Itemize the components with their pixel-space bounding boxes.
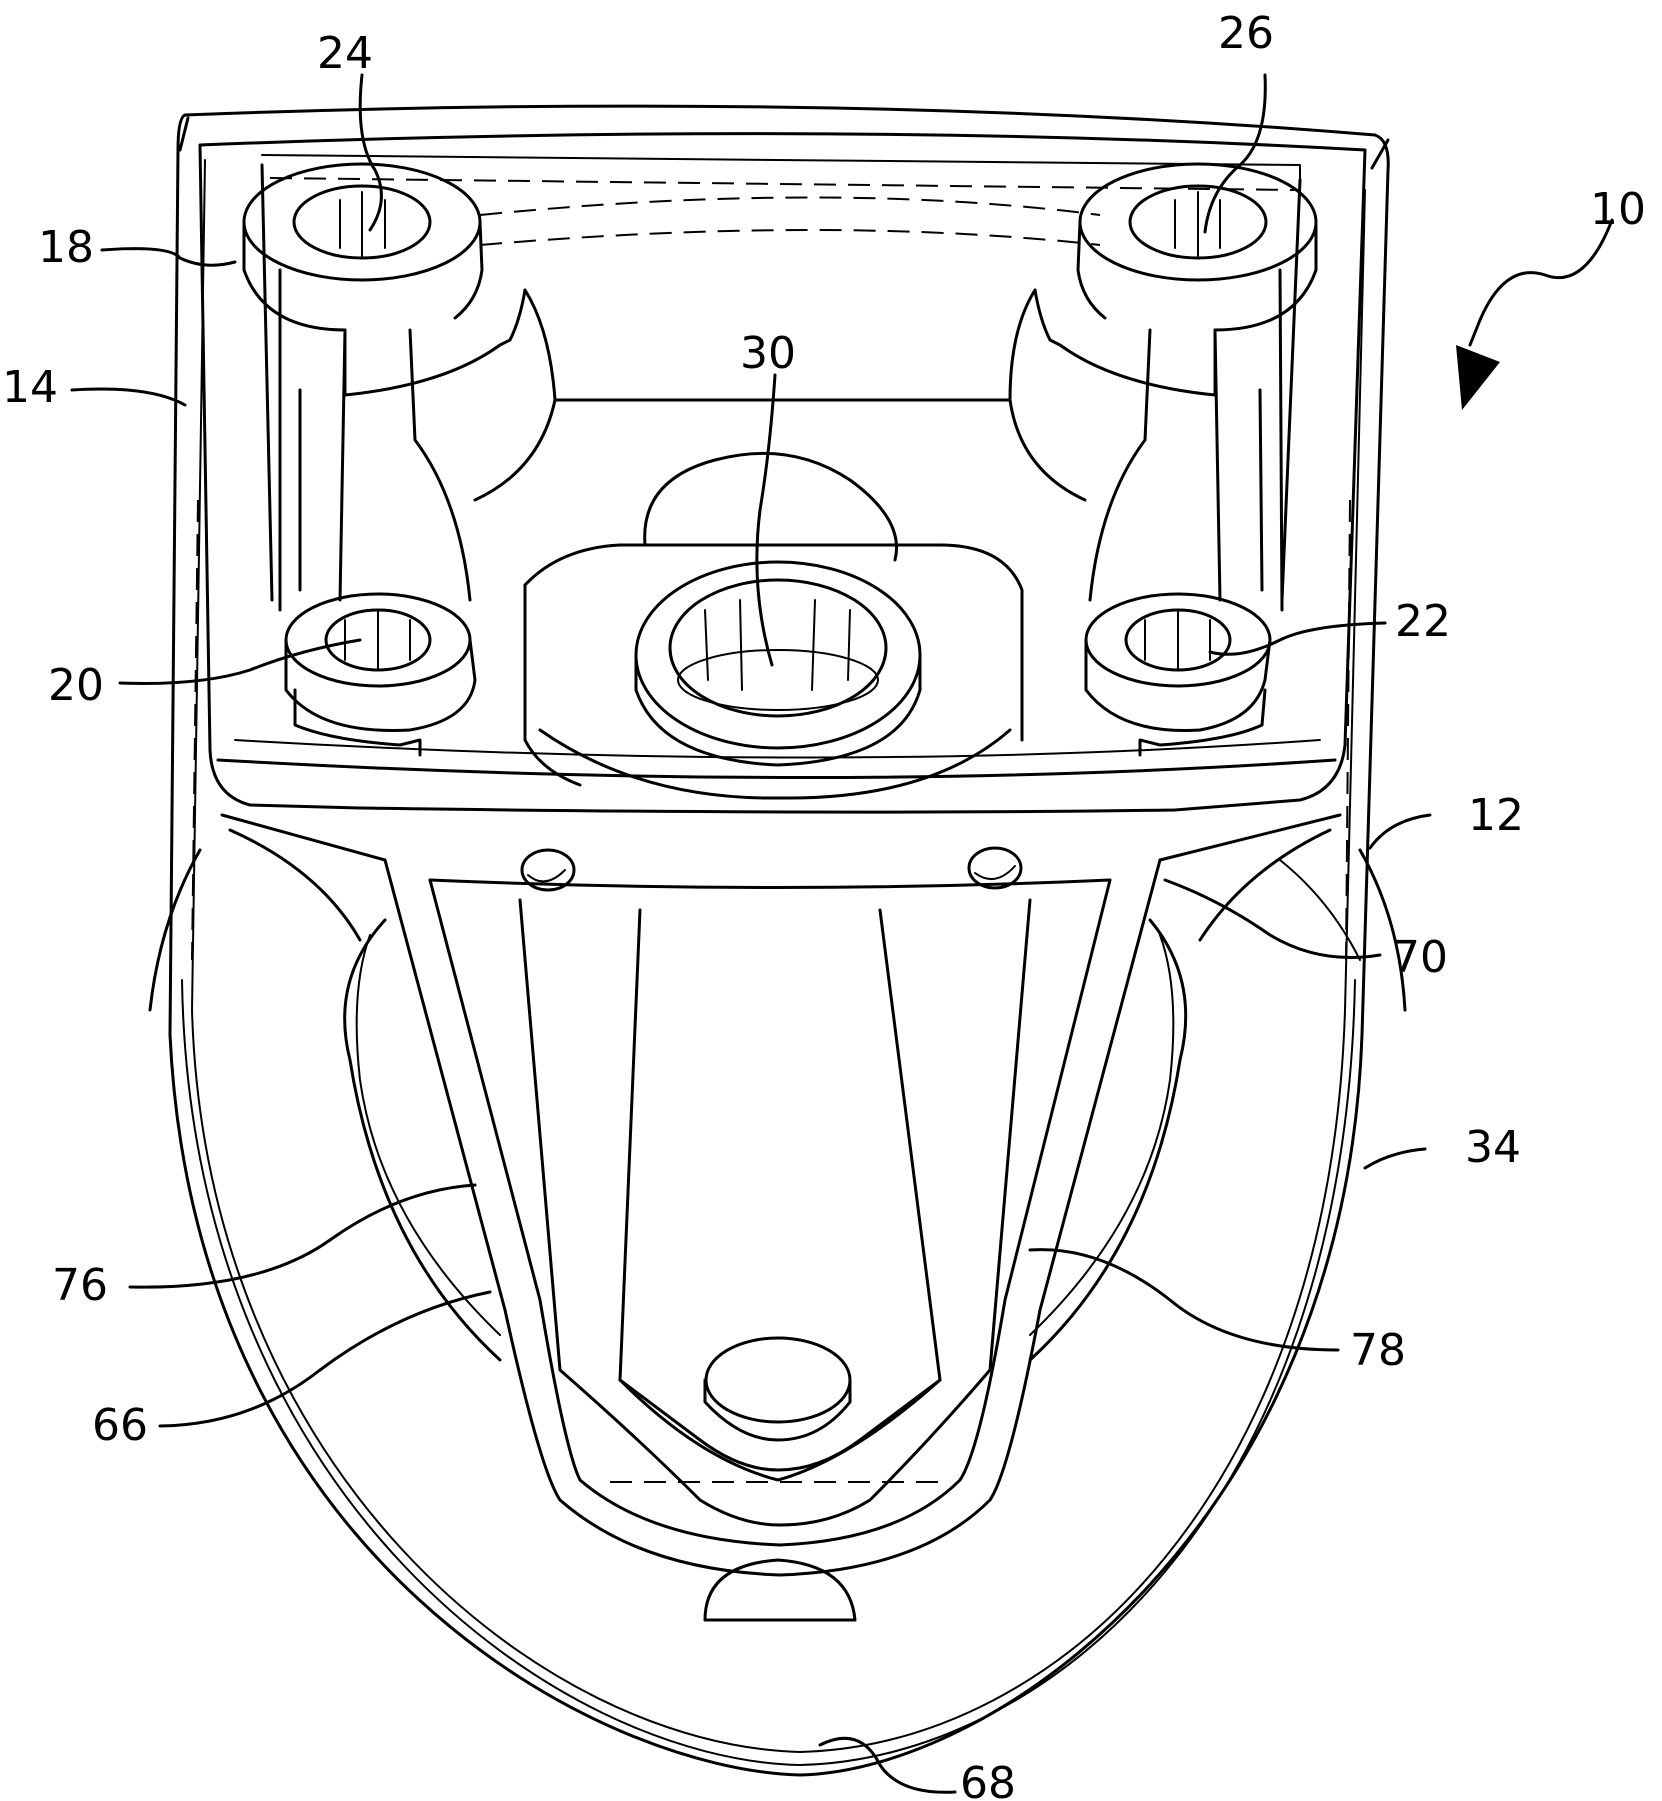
ref-76: 76 bbox=[52, 1260, 108, 1311]
ref-18: 18 bbox=[38, 222, 94, 273]
ref-22: 22 bbox=[1395, 596, 1451, 647]
ref-78: 78 bbox=[1350, 1325, 1406, 1376]
reference-numerals: 24 26 10 18 14 30 22 20 12 70 34 76 78 6… bbox=[2, 8, 1646, 1801]
ref-24: 24 bbox=[317, 28, 373, 79]
ref-30: 30 bbox=[740, 328, 796, 379]
ref-10: 10 bbox=[1590, 184, 1646, 235]
ref-20: 20 bbox=[48, 660, 104, 711]
ref-68: 68 bbox=[960, 1758, 1016, 1801]
assembly-arrow bbox=[1456, 220, 1612, 410]
ref-34: 34 bbox=[1465, 1122, 1521, 1173]
right-post-assembly bbox=[1010, 164, 1316, 755]
left-post-assembly bbox=[244, 164, 555, 755]
central-port bbox=[525, 453, 1022, 798]
ref-26: 26 bbox=[1218, 8, 1274, 59]
ref-66: 66 bbox=[92, 1400, 148, 1451]
ref-12: 12 bbox=[1468, 790, 1524, 841]
ref-14: 14 bbox=[2, 362, 58, 413]
ref-70: 70 bbox=[1392, 932, 1448, 983]
